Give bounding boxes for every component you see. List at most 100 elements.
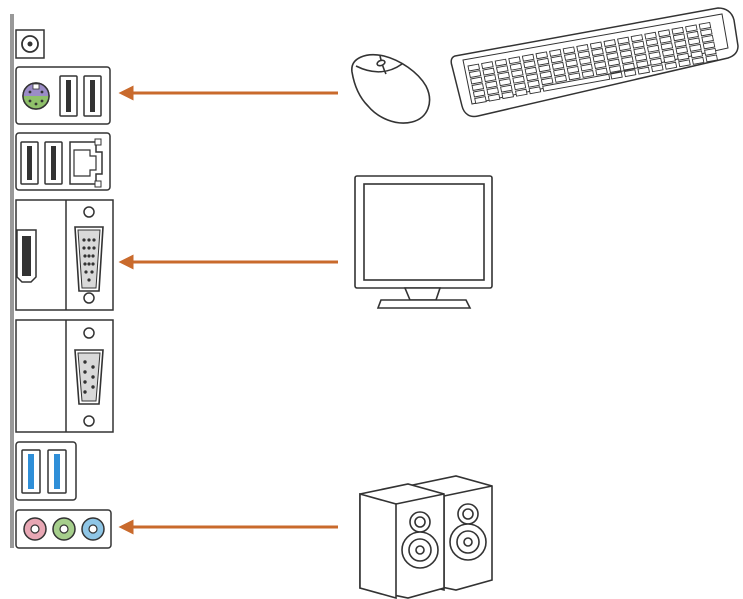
keyboard-key (649, 57, 663, 66)
keyboard-key (674, 39, 687, 48)
keyboard-key (538, 64, 551, 73)
keyboard-key (523, 60, 536, 69)
keyboard-key (564, 52, 577, 61)
keyboard-key (562, 46, 576, 55)
keyboard-key (702, 41, 716, 50)
keyboard-key (659, 35, 672, 44)
keyboard-key (481, 61, 494, 70)
keyboard-key (630, 34, 644, 43)
keyboard-key (580, 63, 593, 72)
keyboard-key (592, 54, 606, 63)
keyboard-key (617, 36, 630, 45)
keyboard-key (527, 79, 540, 88)
keyboard-key (689, 43, 702, 52)
speakers-icon (359, 475, 493, 599)
keyboard-key (513, 82, 527, 91)
optical-port-icon (15, 29, 45, 59)
keyboard-key (675, 46, 689, 55)
keyboard-key (565, 59, 578, 68)
keyboard-key (536, 57, 550, 66)
keyboard-key (623, 69, 637, 78)
keyboard-key (704, 47, 717, 56)
keyboard-key (577, 50, 591, 59)
keyboard-key (634, 53, 648, 62)
keyboard-key (589, 41, 603, 50)
keyboard-key (646, 44, 660, 53)
keyboard-key (700, 28, 713, 37)
keyboard-key (648, 51, 661, 60)
keyboard-key (619, 49, 633, 58)
keyboard-key (671, 26, 685, 35)
ps2-port-icon (22, 82, 50, 110)
lan-port-icon (69, 138, 103, 188)
keyboard-key (603, 39, 617, 48)
keyboard-key (498, 78, 512, 87)
keyboard-key (685, 24, 698, 33)
keyboard-key (621, 56, 634, 65)
keyboard-key (591, 48, 604, 56)
keyboard-key (701, 34, 714, 43)
keyboard-key (672, 33, 686, 42)
keyboard-key (645, 38, 659, 47)
keyboard-key (524, 66, 538, 75)
keyboard-key (515, 88, 528, 97)
keyboard-key (566, 65, 580, 74)
keyboard-key (581, 69, 595, 78)
mouse-icon (351, 54, 431, 124)
keyboard-key (487, 93, 501, 102)
serial-block (15, 319, 114, 433)
keyboard-key (550, 55, 563, 64)
keyboard-key (657, 29, 671, 38)
keyboard-key (467, 63, 481, 72)
keyboard-key (468, 70, 482, 79)
keyboard-key (508, 56, 521, 65)
keyboard-key (497, 71, 510, 80)
keyboard-key (637, 66, 650, 75)
audio-jack-icon (23, 517, 105, 541)
keyboard-key (512, 75, 525, 84)
hdmi-vga-block (15, 199, 114, 311)
keyboard-key (528, 86, 542, 95)
keyboard-key (553, 68, 566, 77)
keyboard-key (482, 67, 495, 76)
keyboard-key (651, 64, 664, 73)
keyboard-key (510, 69, 524, 78)
keyboard-key (636, 60, 649, 69)
ps2-usb-block (15, 66, 111, 125)
keyboard-key (496, 65, 509, 74)
keyboard-key (471, 83, 485, 92)
keyboard-key (540, 77, 554, 86)
keyboard-key (535, 51, 549, 60)
keyboard-key (509, 62, 523, 71)
keyboard-key (690, 50, 704, 59)
keyboard-key (632, 40, 645, 49)
usb-lan-block (15, 132, 111, 191)
keyboard-key (664, 61, 678, 70)
usb-port-icon (20, 141, 63, 185)
keyboard-key (644, 31, 657, 40)
keyboard-key (687, 37, 701, 46)
keyboard-key (698, 21, 712, 30)
keyboard-key (691, 56, 705, 65)
keyboard-key (595, 67, 608, 76)
hdmi-port-icon (16, 229, 37, 283)
keyboard-key (678, 59, 691, 68)
keyboard-key (618, 43, 631, 52)
keyboard-key (554, 74, 568, 83)
keyboard-key (604, 45, 618, 54)
usb-port-icon (59, 75, 102, 117)
keyboard-key (578, 56, 592, 65)
keyboard-key (622, 62, 636, 71)
keyboard-key (705, 54, 718, 63)
keyboard-key (576, 43, 589, 52)
keyboard-key (551, 61, 565, 70)
serial-port-icon (74, 327, 104, 427)
usb-port-icon (21, 449, 67, 494)
keyboard-key (606, 52, 619, 61)
keyboard-key (521, 53, 535, 62)
keyboard-key (549, 48, 562, 57)
keyboard-key (593, 61, 607, 69)
keyboard-key (472, 89, 486, 98)
keyboard-key (610, 71, 623, 80)
